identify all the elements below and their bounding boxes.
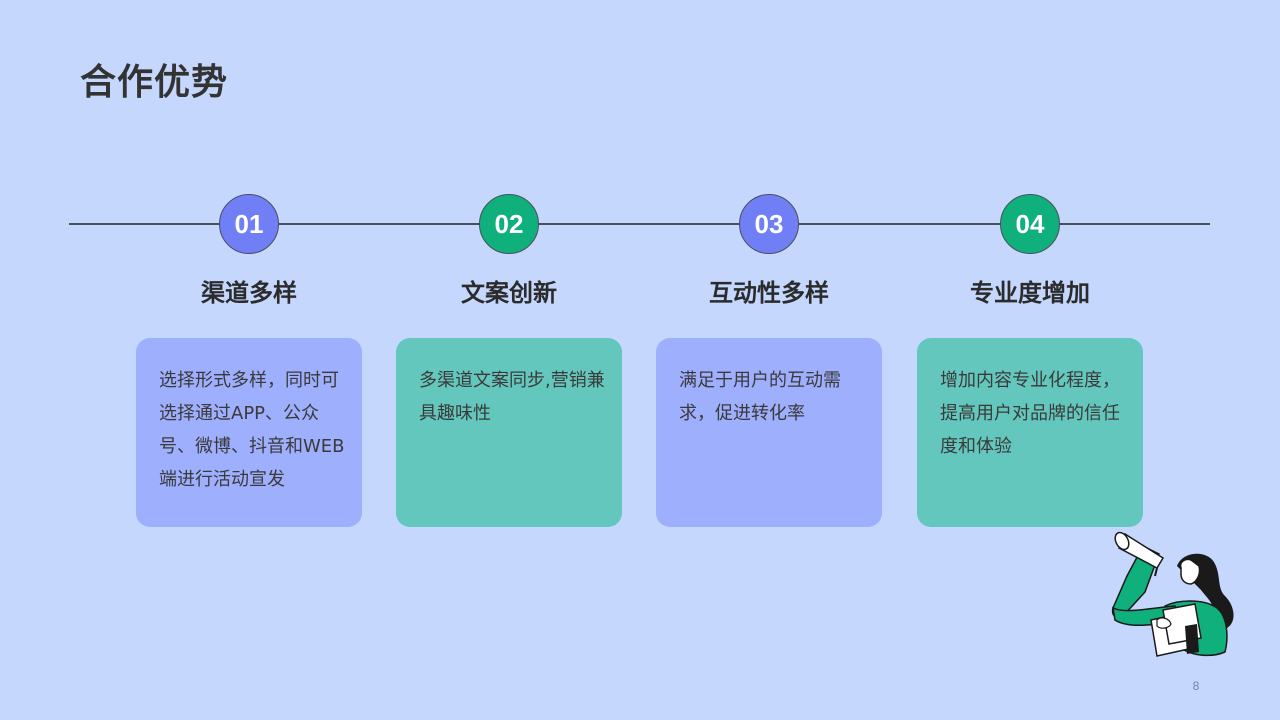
step-description-1: 选择形式多样，同时可选择通过APP、公众号、微博、抖音和WEB端进行活动宣发 <box>159 370 345 490</box>
slide-title: 合作优势 <box>80 62 229 103</box>
step-card-4: 增加内容专业化程度，提高用户对品牌的信任度和体验 <box>917 338 1143 527</box>
step-description-4: 增加内容专业化程度，提高用户对品牌的信任度和体验 <box>940 370 1120 457</box>
step-description-3: 满足于用户的互动需求，促进转化率 <box>679 370 841 424</box>
step-title-1: 渠道多样 <box>201 279 297 307</box>
step-title-4: 专业度增加 <box>970 279 1090 307</box>
step-title-3: 互动性多样 <box>709 279 829 307</box>
step-card-1: 选择形式多样，同时可选择通过APP、公众号、微博、抖音和WEB端进行活动宣发 <box>136 338 362 527</box>
step-card-3: 满足于用户的互动需求，促进转化率 <box>656 338 882 527</box>
person-with-megaphone-illustration <box>1111 531 1234 657</box>
step-number-4: 04 <box>1000 194 1060 254</box>
step-card-2: 多渠道文案同步,营销兼具趣味性 <box>396 338 622 527</box>
step-number-2: 02 <box>479 194 539 254</box>
timeline-line <box>69 223 1210 225</box>
step-number-1: 01 <box>219 194 279 254</box>
step-title-2: 文案创新 <box>461 279 557 307</box>
step-description-2: 多渠道文案同步,营销兼具趣味性 <box>419 370 605 424</box>
step-number-3: 03 <box>739 194 799 254</box>
page-number: 8 <box>1192 679 1200 693</box>
